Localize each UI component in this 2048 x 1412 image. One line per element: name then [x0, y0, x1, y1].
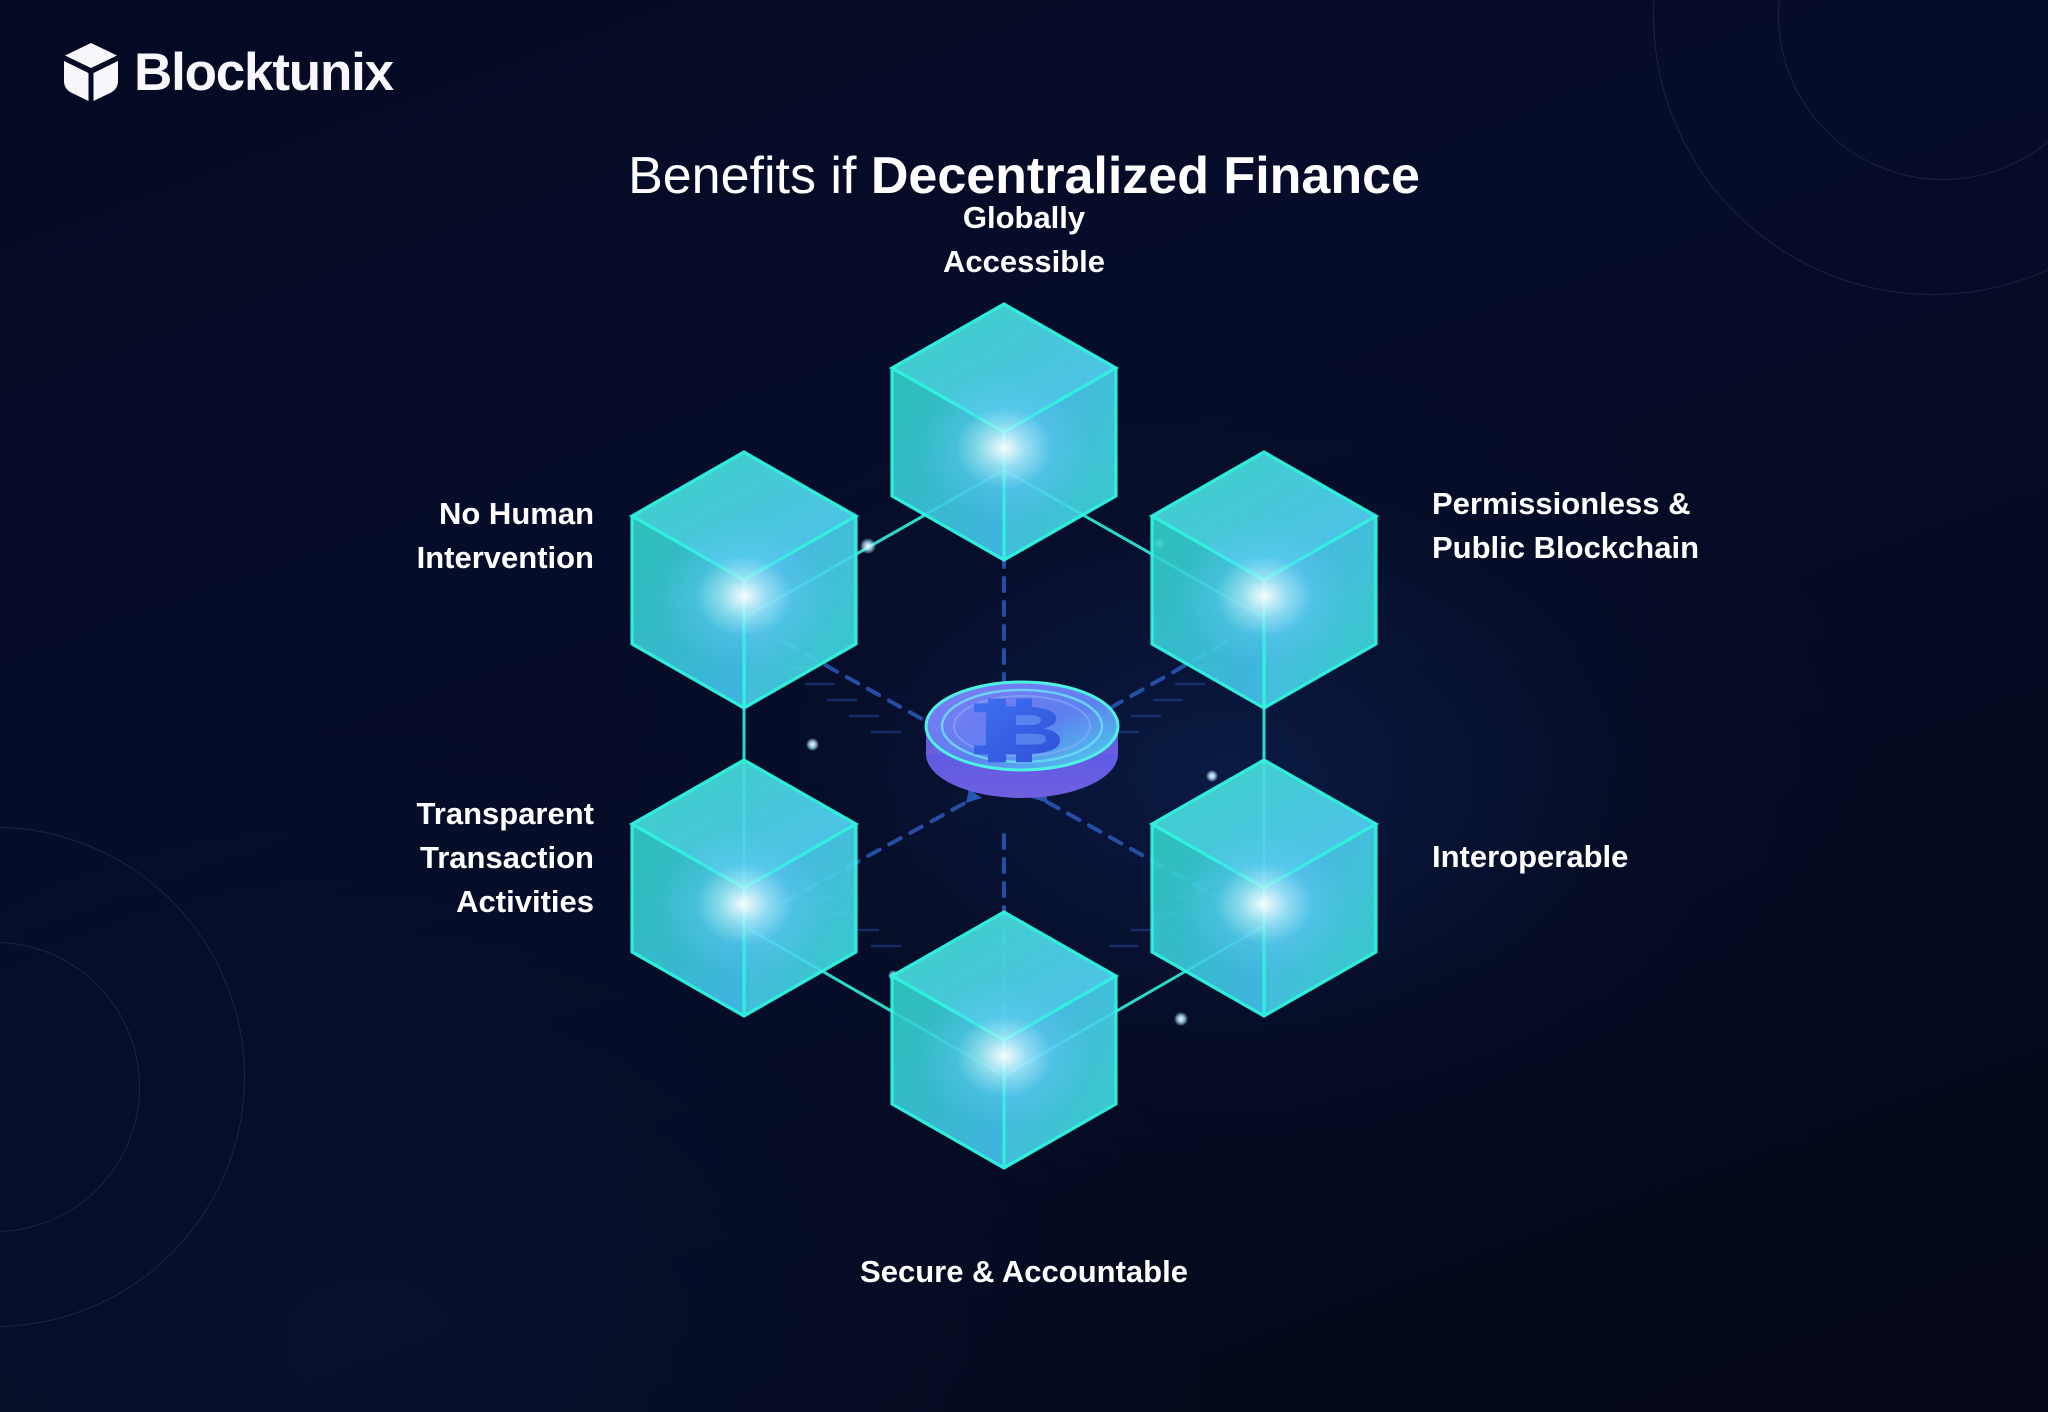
brand-name: Blocktunix — [134, 42, 394, 102]
decorative-ring-bottom-left-outer — [0, 827, 245, 1327]
node-label-globally-accessible: Globally Accessible — [943, 200, 1105, 280]
cube-box-icon — [62, 42, 120, 102]
node-cube-transparent-transaction[interactable] — [624, 754, 864, 1022]
node-cube-globally-accessible[interactable] — [884, 298, 1124, 566]
benefits-hexagon-diagram: Globally Accessible Permissionless & Pub… — [314, 200, 1734, 1390]
brand-logo[interactable]: Blocktunix — [62, 42, 394, 102]
bitcoin-coin — [922, 660, 1122, 810]
node-label-secure-accountable: Secure & Accountable — [860, 1254, 1188, 1289]
node-cube-secure-accountable[interactable] — [884, 906, 1124, 1174]
node-label-transparent-transaction: Transparent Transaction Activities — [416, 796, 594, 920]
node-cube-no-human-intervention[interactable] — [624, 446, 864, 714]
page-title-prefix: Benefits if — [628, 147, 871, 205]
node-label-interoperable: Interoperable — [1432, 839, 1629, 874]
page-title-emphasis: Decentralized Finance — [870, 147, 1420, 205]
page-title: Benefits if Decentralized Finance — [0, 147, 2048, 205]
node-cube-interoperable[interactable] — [1144, 754, 1384, 1022]
node-cube-permissionless-public[interactable] — [1144, 446, 1384, 714]
node-label-permissionless-public: Permissionless & Public Blockchain — [1432, 486, 1700, 566]
node-label-no-human-intervention: No Human Intervention — [416, 496, 594, 576]
